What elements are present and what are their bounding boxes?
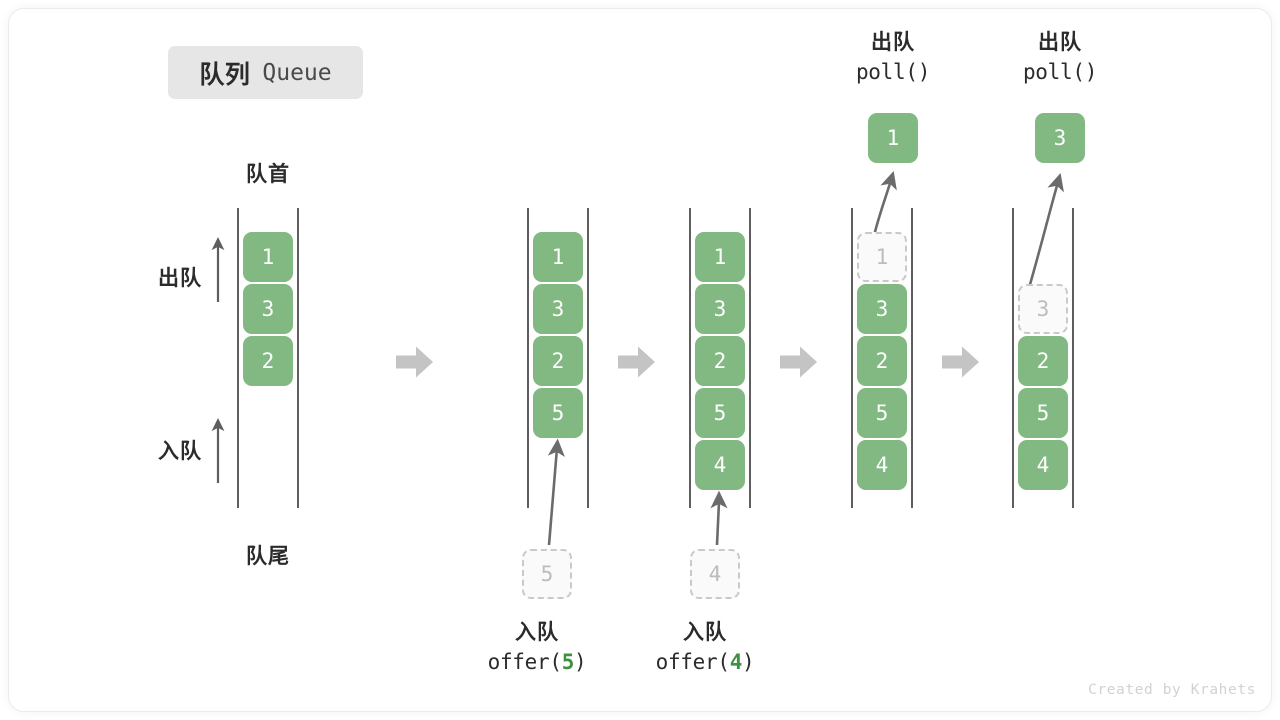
credit-text: Created by Krahets [1088,682,1256,698]
operation-caption-offer-5: 入队 offer(5) [452,618,622,678]
operation-label-cn: 入队 [515,621,559,644]
operation-code: offer(4) [655,649,755,674]
enqueue-side-label: 入队 [158,440,202,463]
operation-code: offer(5) [487,649,587,674]
queue-slot-element: 5 [533,388,583,438]
popped-element-box-poll-1: 1 [868,113,918,163]
dequeue-side-label: 出队 [158,267,202,290]
queue-slot-ghost: 3 [1018,284,1068,334]
queue-rail-left [237,208,239,508]
queue-slot-element: 4 [857,440,907,490]
popped-element-box-poll-3: 3 [1035,113,1085,163]
operation-code: poll() [1022,59,1098,84]
queue-slot-element: 1 [243,232,293,282]
operation-label-cn: 出队 [1038,31,1082,54]
operation-caption-poll-1: 出队 poll() [808,28,978,88]
queue-rail-right [749,208,751,508]
queue-slot-element: 1 [533,232,583,282]
queue-slot-element: 3 [243,284,293,334]
pending-enqueue-box-offer-4: 4 [690,549,740,599]
queue-rail-left [527,208,529,508]
transition-arrow-step-2 [618,345,656,379]
queue-slot-element: 3 [533,284,583,334]
transition-arrow-step-1 [396,345,434,379]
queue-slot-ghost: 1 [857,232,907,282]
queue-rail-right [587,208,589,508]
queue-slot-element: 4 [1018,440,1068,490]
pending-enqueue-box-offer-5: 5 [522,549,572,599]
queue-rail-left [1012,208,1014,508]
transition-arrow-step-4 [942,345,980,379]
queue-rail-right [911,208,913,508]
queue-slot-element: 5 [695,388,745,438]
queue-slot-element: 5 [857,388,907,438]
title-en: Queue [262,59,332,86]
operation-label-cn: 入队 [683,621,727,644]
queue-slot-element: 2 [243,336,293,386]
operation-caption-offer-4: 入队 offer(4) [620,618,790,678]
queue-slot-element: 2 [857,336,907,386]
operation-code: poll() [855,59,931,84]
queue-head-label: 队首 [246,163,290,186]
queue-tail-label: 队尾 [246,545,290,568]
queue-slot-element: 5 [1018,388,1068,438]
queue-rail-left [689,208,691,508]
queue-slot-element: 2 [695,336,745,386]
queue-rail-left [851,208,853,508]
queue-slot-element: 3 [695,284,745,334]
transition-arrow-step-3 [780,345,818,379]
operation-code-argument: 5 [561,649,575,674]
diagram-title-badge: 队列 Queue [168,46,363,99]
queue-slot-element: 2 [1018,336,1068,386]
queue-slot-element: 4 [695,440,745,490]
queue-slot-element: 1 [695,232,745,282]
queue-rail-right [1072,208,1074,508]
queue-slot-element: 2 [533,336,583,386]
queue-rail-right [297,208,299,508]
queue-slot-element: 3 [857,284,907,334]
operation-caption-poll-3: 出队 poll() [975,28,1145,88]
title-cn: 队列 [199,60,251,89]
operation-label-cn: 出队 [871,31,915,54]
operation-code-argument: 4 [729,649,743,674]
